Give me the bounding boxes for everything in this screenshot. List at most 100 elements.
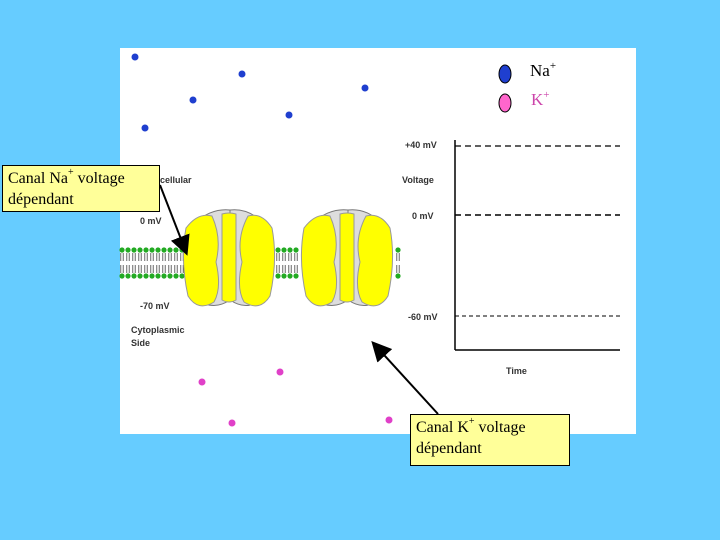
legend-k-charge: +: [543, 89, 550, 101]
na-callout-line1: Canal Na+ voltage: [8, 168, 154, 189]
lipid-head: [173, 273, 179, 279]
lipid-tail: [180, 253, 184, 261]
lipid-head: [125, 273, 131, 279]
na-ion: [285, 111, 293, 119]
lipid-tail: [168, 265, 172, 273]
graph-minus60-label: -60 mV: [408, 312, 438, 322]
legend-k-marker: [498, 93, 512, 113]
k-callout-line2: dépendant: [416, 440, 482, 457]
k-ions: [198, 368, 393, 427]
lipid-head: [119, 273, 125, 279]
lipid-bilayer: [119, 247, 401, 279]
graph-zero-label: 0 mV: [412, 211, 434, 221]
lipid-tail: [120, 253, 124, 261]
na-callout-arrow: [159, 184, 190, 256]
lipid-head: [281, 273, 287, 279]
lipid-head: [293, 247, 299, 253]
lipid-tail: [150, 265, 154, 273]
k-ion: [276, 368, 284, 376]
lipid-head: [167, 247, 173, 253]
lipid-tail: [138, 265, 142, 273]
lipid-head: [395, 247, 401, 253]
na-ion: [361, 84, 369, 92]
lipid-head: [119, 247, 125, 253]
k-callout-line1: Canal K+ voltage: [416, 417, 564, 438]
lipid-head: [167, 273, 173, 279]
lipid-tail: [168, 253, 172, 261]
lipid-tail: [126, 265, 130, 273]
lipid-tail: [396, 265, 400, 273]
lipid-tail: [156, 265, 160, 273]
lipid-head: [161, 247, 167, 253]
k-callout-post: voltage: [474, 419, 526, 436]
graph-time-label: Time: [506, 366, 527, 376]
lipid-tail: [294, 265, 298, 273]
na-ion: [141, 124, 149, 132]
graph-voltage-label: Voltage: [402, 175, 434, 185]
legend-na-label: Na+: [530, 61, 556, 81]
lipid-tail: [294, 253, 298, 261]
lipid-head: [131, 247, 137, 253]
lipid-head: [143, 273, 149, 279]
legend-k-label: K+: [531, 90, 550, 110]
k-callout-arrow: [371, 341, 439, 415]
legend-k-base: K: [531, 90, 544, 109]
lipid-head: [137, 247, 143, 253]
na-ion: [189, 96, 197, 104]
legend-na-base: Na: [530, 61, 550, 80]
lipid-tail: [132, 253, 136, 261]
extracellular-label: cellular: [160, 175, 192, 185]
lipid-head: [143, 247, 149, 253]
k-ion: [385, 416, 393, 424]
legend-na-charge: +: [549, 60, 557, 72]
cytoplasmic-label-line2: Side: [131, 338, 151, 348]
na-ion: [238, 70, 246, 78]
lipid-head: [155, 247, 161, 253]
lipid-head: [275, 247, 281, 253]
lipid-tail: [288, 265, 292, 273]
lipid-tail: [162, 265, 166, 273]
lipid-head: [293, 273, 299, 279]
lipid-tail: [150, 253, 154, 261]
lipid-head: [395, 273, 401, 279]
na-channel-protein: [182, 209, 276, 307]
lipid-tail: [162, 253, 166, 261]
k-ion: [198, 378, 206, 386]
lipid-tail: [276, 253, 280, 261]
lipid-tail: [138, 253, 142, 261]
lipid-head: [149, 247, 155, 253]
membrane-minus70-label: -70 mV: [140, 301, 170, 311]
k-channel-protein: [300, 209, 394, 307]
lipid-tail: [282, 265, 286, 273]
na-callout-charge: +: [67, 167, 74, 178]
lipid-tail: [174, 253, 178, 261]
lipid-head: [173, 247, 179, 253]
lipid-tail: [282, 253, 286, 261]
membrane-zero-mv-label: 0 mV: [140, 216, 162, 226]
cytoplasmic-label-line1: Cytoplasmic: [131, 325, 185, 335]
lipid-tail: [144, 265, 148, 273]
lipid-head: [155, 273, 161, 279]
lipid-head: [281, 247, 287, 253]
lipid-tail: [180, 265, 184, 273]
lipid-tail: [276, 265, 280, 273]
lipid-head: [287, 273, 293, 279]
lipid-head: [179, 273, 185, 279]
lipid-head: [161, 273, 167, 279]
lipid-tail: [396, 253, 400, 261]
lipid-head: [149, 273, 155, 279]
lipid-head: [125, 247, 131, 253]
lipid-head: [287, 247, 293, 253]
lipid-head: [275, 273, 281, 279]
k-channel-callout: Canal K+ voltage dépendant: [410, 414, 570, 466]
na-ion: [131, 53, 139, 61]
na-callout-line2: dépendant: [8, 191, 74, 208]
legend-na-marker: [498, 64, 512, 84]
na-callout-post: voltage: [73, 170, 125, 187]
lipid-head: [137, 273, 143, 279]
voltage-graph: [454, 140, 620, 351]
graph-plus40-label: +40 mV: [405, 140, 437, 150]
k-callout-charge: +: [468, 416, 475, 427]
k-callout-pre: Canal K: [416, 419, 469, 436]
